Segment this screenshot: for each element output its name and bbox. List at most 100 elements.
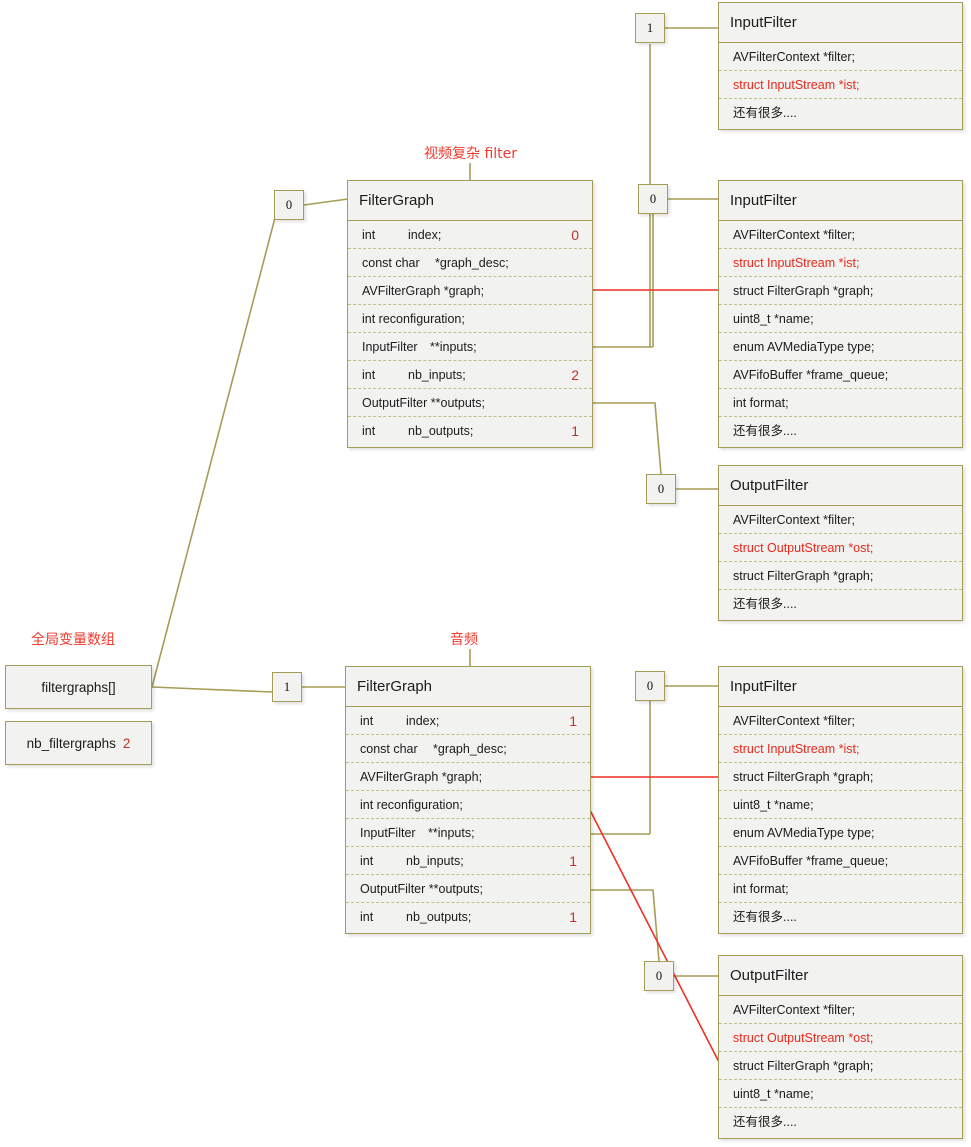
field-row[interactable]: AVFilterGraph *graph; [346, 763, 590, 791]
field-type: int [360, 910, 374, 924]
field-row[interactable]: struct FilterGraph *graph; [719, 1052, 962, 1080]
field-name: nb_outputs; [406, 910, 472, 924]
field-row[interactable]: 还有很多.... [719, 417, 962, 445]
field-value: 1 [569, 713, 577, 729]
field-row[interactable]: struct InputStream *ist; [719, 249, 962, 277]
badge-index-inputfilter-audio[interactable]: 0 [635, 671, 665, 701]
field-row[interactable]: uint8_t *name; [719, 1080, 962, 1108]
field-text: AVFilterContext *filter; [733, 513, 856, 527]
class-outputfilter-audio[interactable]: OutputFilter AVFilterContext *filter; st… [718, 955, 963, 1139]
badge-index-outputfilter-audio[interactable]: 0 [644, 961, 674, 991]
field-row[interactable]: int nb_outputs; 1 [346, 903, 590, 931]
class-rows: AVFilterContext *filter; struct InputStr… [719, 221, 962, 445]
badge-index-filtergraph-video[interactable]: 0 [274, 190, 304, 220]
badge-index-outputfilter-video[interactable]: 0 [646, 474, 676, 504]
field-text: uint8_t *name; [733, 798, 814, 812]
field-type: OutputFilter **outputs; [360, 882, 483, 896]
class-title: InputFilter [719, 181, 962, 221]
badge-index-filtergraph-audio[interactable]: 1 [272, 672, 302, 702]
field-row[interactable]: 还有很多.... [719, 1108, 962, 1136]
class-outputfilter-video[interactable]: OutputFilter AVFilterContext *filter; st… [718, 465, 963, 621]
field-row[interactable]: AVFilterGraph *graph; [348, 277, 592, 305]
wire-fga-outputs-to-badge [590, 889, 660, 962]
field-text: AVFifoBuffer *frame_queue; [733, 854, 889, 868]
field-row[interactable]: InputFilter**inputs; [348, 333, 592, 361]
field-row[interactable]: struct FilterGraph *graph; [719, 277, 962, 305]
field-row[interactable]: struct OutputStream *ost; [719, 534, 962, 562]
class-title: OutputFilter [719, 466, 962, 506]
field-type: AVFilterGraph *graph; [362, 284, 485, 298]
field-row[interactable]: int index; 1 [346, 707, 590, 735]
field-value: 1 [569, 909, 577, 925]
field-row[interactable]: struct InputStream *ist; [719, 735, 962, 763]
field-row[interactable]: int reconfiguration; [346, 791, 590, 819]
field-row[interactable]: AVFilterContext *filter; [719, 221, 962, 249]
field-name: index; [406, 714, 440, 728]
field-row[interactable]: OutputFilter **outputs; [346, 875, 590, 903]
field-text: struct InputStream *ist; [733, 78, 860, 92]
field-row[interactable]: const char*graph_desc; [346, 735, 590, 763]
field-row[interactable]: 还有很多.... [719, 99, 962, 127]
field-text: AVFifoBuffer *frame_queue; [733, 368, 889, 382]
class-inputfilter-audio[interactable]: InputFilter AVFilterContext *filter; str… [718, 666, 963, 934]
field-text: struct FilterGraph *graph; [733, 770, 874, 784]
field-row[interactable]: int format; [719, 875, 962, 903]
field-text: struct FilterGraph *graph; [733, 1059, 874, 1073]
field-row[interactable]: const char*graph_desc; [348, 249, 592, 277]
field-row[interactable]: AVFilterContext *filter; [719, 707, 962, 735]
field-type: InputFilter [360, 826, 416, 840]
field-row[interactable]: 还有很多.... [719, 590, 962, 618]
field-row[interactable]: struct InputStream *ist; [719, 71, 962, 99]
var-box-nb-filtergraphs[interactable]: nb_filtergraphs 2 [5, 721, 152, 765]
field-row[interactable]: uint8_t *name; [719, 791, 962, 819]
field-row[interactable]: AVFifoBuffer *frame_queue; [719, 361, 962, 389]
field-row[interactable]: AVFilterContext *filter; [719, 506, 962, 534]
field-text: int format; [733, 396, 789, 410]
field-text: struct InputStream *ist; [733, 742, 860, 756]
class-title: OutputFilter [719, 956, 962, 996]
field-row[interactable]: enum AVMediaType type; [719, 819, 962, 847]
field-row[interactable]: AVFilterContext *filter; [719, 996, 962, 1024]
field-row[interactable]: enum AVMediaType type; [719, 333, 962, 361]
var-label-filtergraphs: filtergraphs[] [41, 679, 116, 695]
field-row[interactable]: InputFilter**inputs; [346, 819, 590, 847]
field-row[interactable]: struct FilterGraph *graph; [719, 562, 962, 590]
field-row[interactable]: struct FilterGraph *graph; [719, 763, 962, 791]
field-text: 还有很多.... [733, 424, 797, 438]
field-row[interactable]: int reconfiguration; [348, 305, 592, 333]
var-value-nb-filtergraphs: 2 [122, 735, 131, 751]
field-row[interactable]: uint8_t *name; [719, 305, 962, 333]
field-value: 1 [569, 853, 577, 869]
field-row[interactable]: 还有很多.... [719, 903, 962, 931]
field-text: AVFilterContext *filter; [733, 714, 856, 728]
var-box-filtergraphs[interactable]: filtergraphs[] [5, 665, 152, 709]
field-name: *graph_desc; [433, 742, 507, 756]
badge-index-inputfilter-top[interactable]: 1 [635, 13, 665, 43]
wire-red-fgaudio-to-outputfilter [572, 776, 723, 1069]
field-type: int reconfiguration; [360, 798, 463, 812]
field-row[interactable]: struct OutputStream *ost; [719, 1024, 962, 1052]
field-type: int [360, 714, 374, 728]
field-row[interactable]: OutputFilter **outputs; [348, 389, 592, 417]
field-row[interactable]: AVFifoBuffer *frame_queue; [719, 847, 962, 875]
class-rows: AVFilterContext *filter; struct OutputSt… [719, 506, 962, 618]
field-type: int reconfiguration; [362, 312, 465, 326]
wire-filtergraphs-to-fgvideo [151, 213, 277, 688]
class-inputfilter-top[interactable]: InputFilter AVFilterContext *filter; str… [718, 2, 963, 130]
field-row[interactable]: int format; [719, 389, 962, 417]
caption-audio: 音频 [450, 632, 478, 648]
field-type: int [362, 424, 376, 438]
field-row[interactable]: AVFilterContext *filter; [719, 43, 962, 71]
badge-index-inputfilter-video[interactable]: 0 [638, 184, 668, 214]
field-type: OutputFilter **outputs; [362, 396, 485, 410]
field-text: uint8_t *name; [733, 312, 814, 326]
class-inputfilter-video[interactable]: InputFilter AVFilterContext *filter; str… [718, 180, 963, 448]
